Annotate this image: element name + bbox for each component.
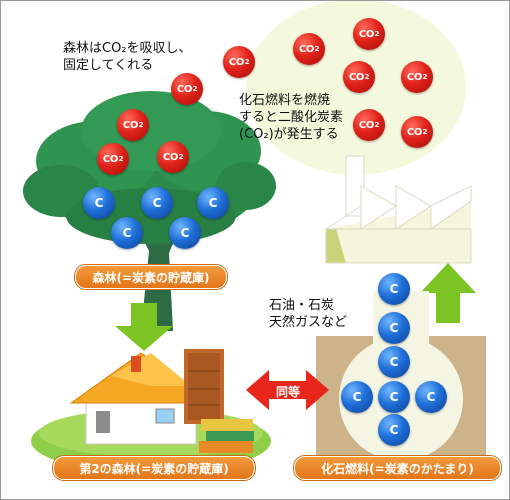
forest-absorbs-caption: 森林はCO₂を吸収し、 固定してくれる — [63, 40, 192, 74]
house — [69, 352, 213, 445]
carbon-atom: C — [378, 414, 410, 446]
carbon-atom: C — [341, 381, 373, 413]
equal-double-arrow — [246, 370, 329, 410]
fossil-fuel-label: 化石燃料(=炭素のかたまり) — [294, 456, 501, 480]
arrow-down-green — [115, 303, 173, 351]
caption-line: 化石燃料を燃焼 — [239, 93, 331, 108]
carbon-atom: C — [378, 312, 410, 344]
caption-line: (CO₂)が発生する — [239, 127, 339, 142]
carbon-atom: C — [83, 187, 115, 219]
caption-line: 固定してくれる — [63, 58, 154, 73]
bookshelf — [184, 349, 224, 424]
carbon-atom: C — [197, 187, 229, 219]
carbon-atom: C — [141, 187, 173, 219]
forest-label: 森林(=炭素の貯蔵庫) — [75, 265, 227, 289]
caption-line: 森林はCO₂を吸収し、 — [63, 41, 192, 56]
factory — [325, 185, 472, 264]
carbon-atom: C — [378, 381, 410, 413]
arrow-up-green — [420, 263, 476, 323]
fossil-burn-caption: 化石燃料を燃焼 すると二酸化炭素 (CO₂)が発生する — [239, 92, 343, 143]
carbon-atom: C — [378, 273, 410, 305]
chimney — [345, 155, 365, 217]
equal-label: 同等 — [275, 385, 300, 399]
carbon-atom: C — [111, 217, 143, 249]
carbon-atom: C — [169, 217, 201, 249]
carbon-atom: C — [378, 346, 410, 378]
stacked-books — [199, 419, 254, 453]
second-forest-label: 第2の森林(=炭素の貯蔵庫) — [53, 456, 255, 480]
caption-line: すると二酸化炭素 — [239, 110, 344, 125]
carbon-atom: C — [415, 381, 447, 413]
fossil-types-caption: 石油・石炭 天然ガスなど — [269, 297, 347, 331]
caption-line: 天然ガスなど — [269, 315, 348, 330]
caption-line: 石油・石炭 — [269, 298, 335, 313]
